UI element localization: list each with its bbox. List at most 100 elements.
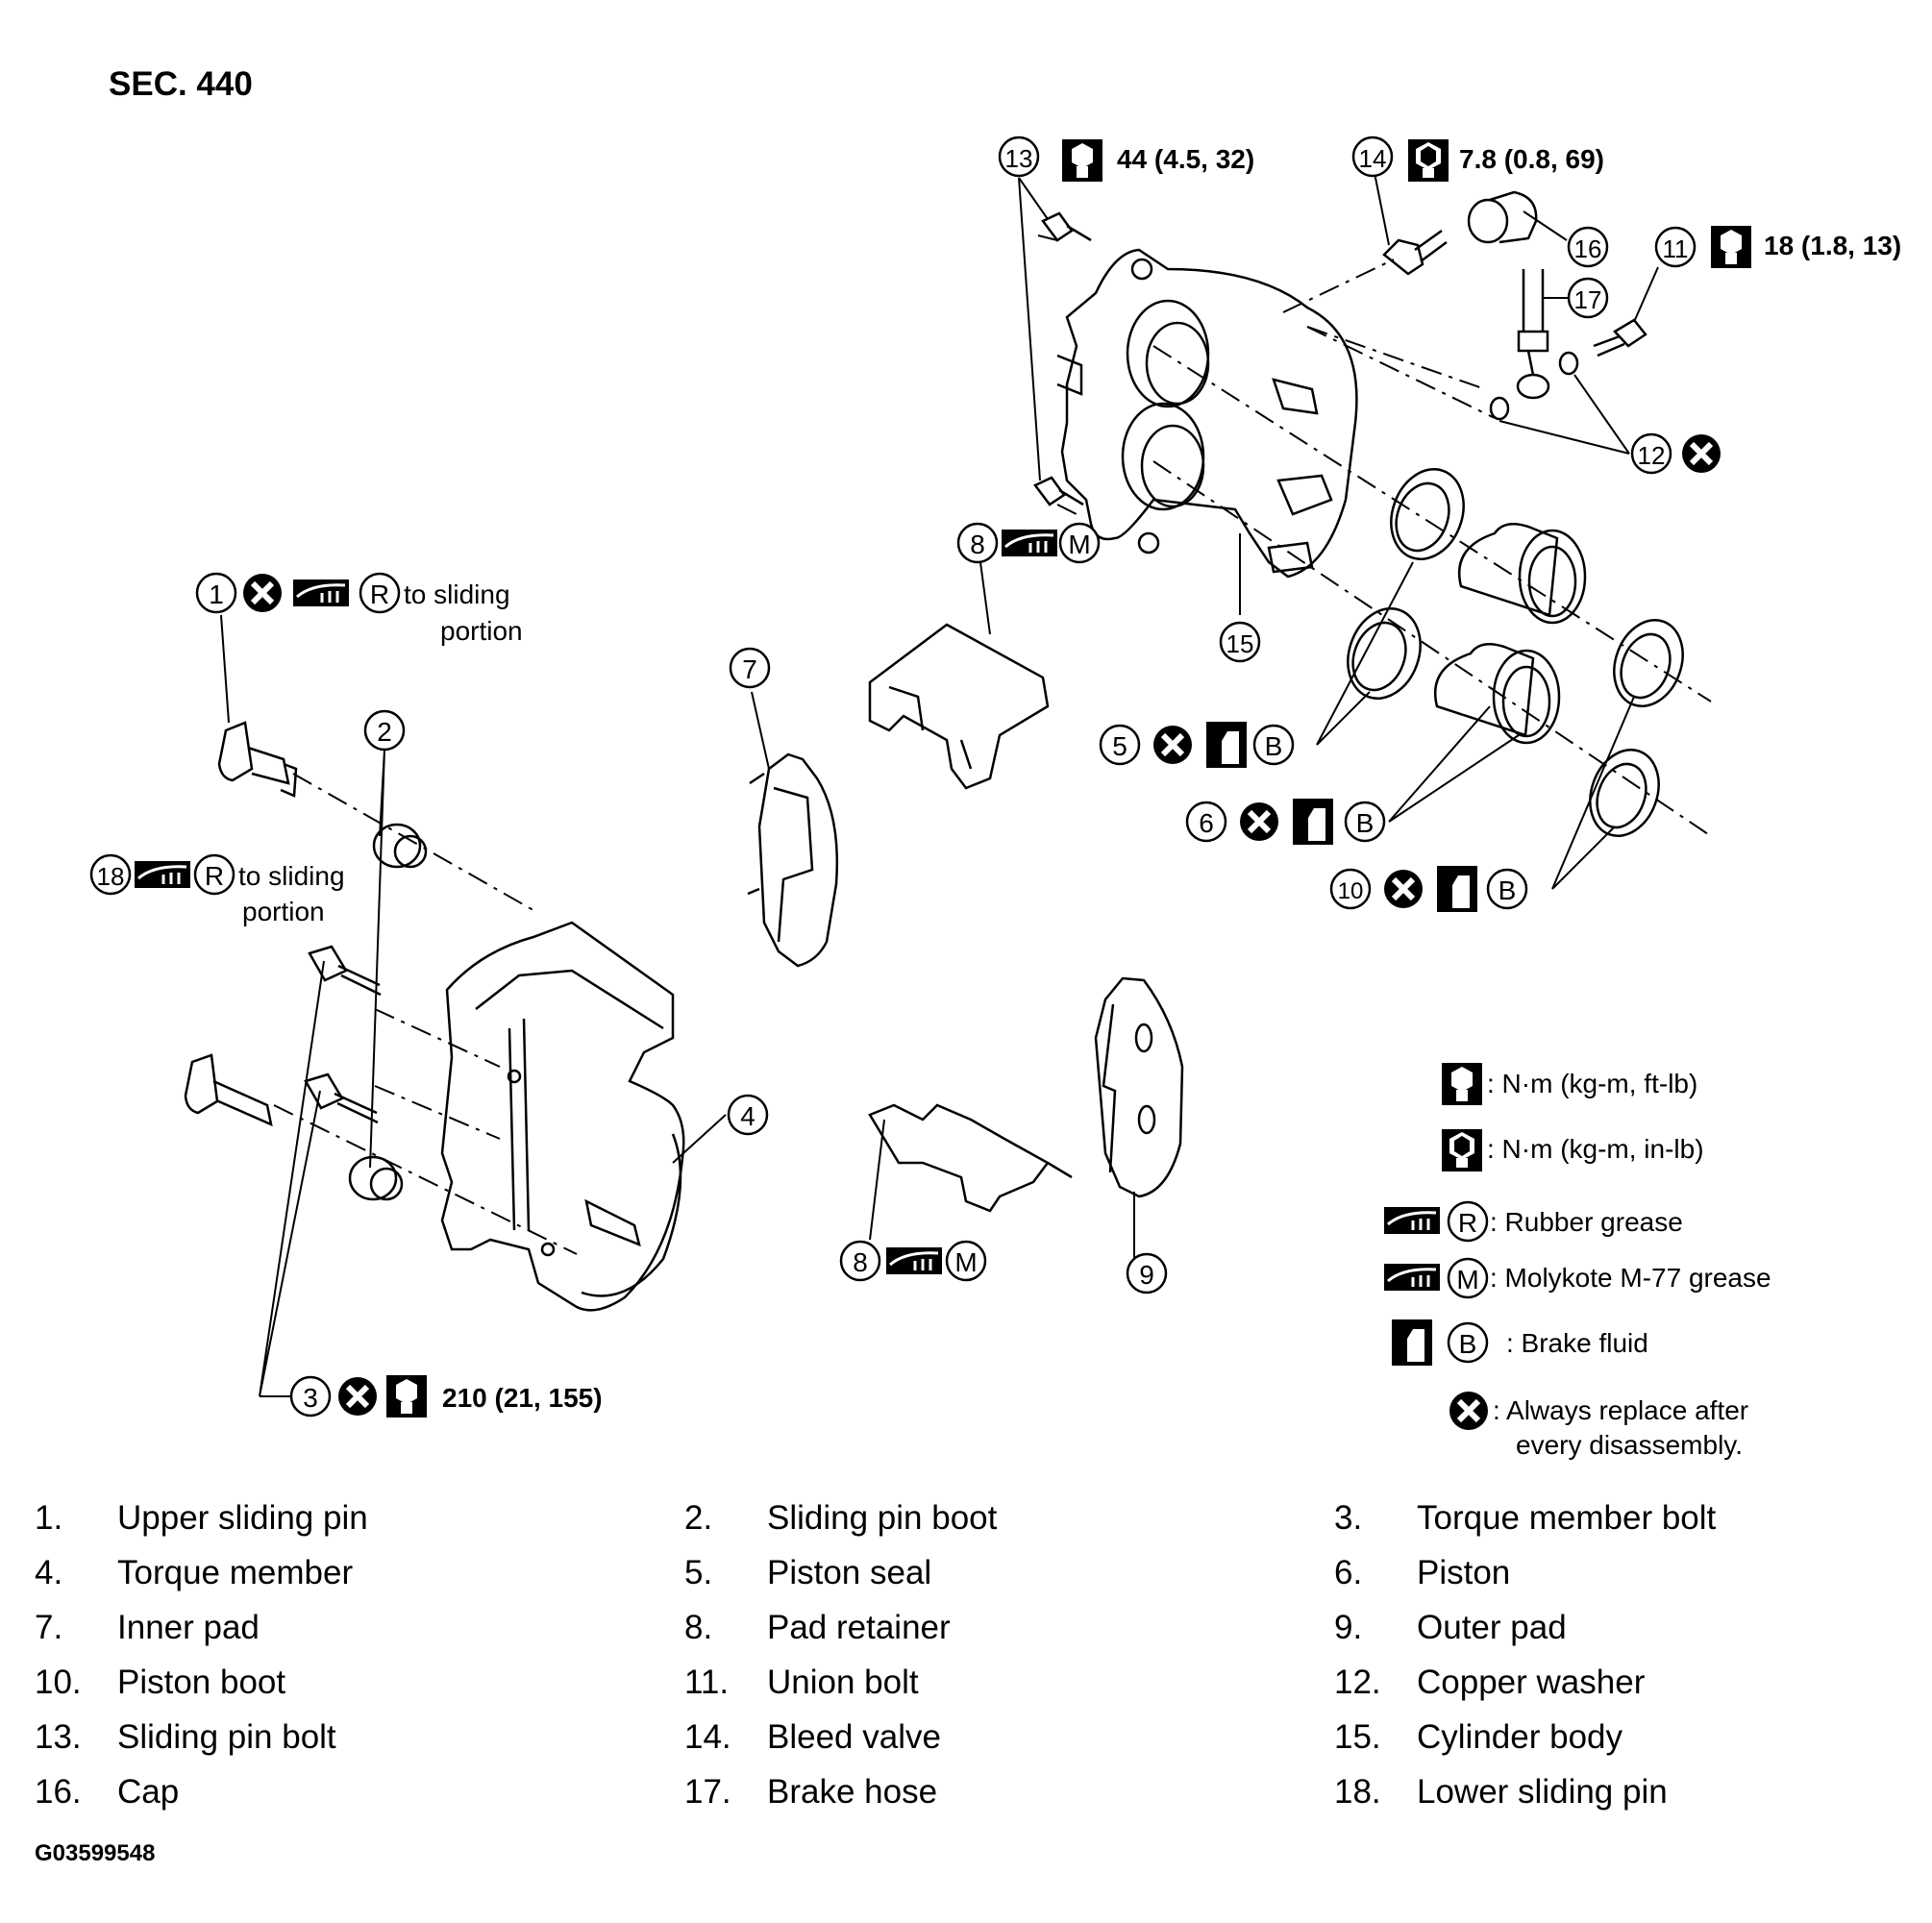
callout-7: 7 xyxy=(729,647,771,689)
section-title: SEC. 440 xyxy=(109,65,253,103)
torque-wrench-icon xyxy=(1711,226,1751,268)
callout-12: 12 xyxy=(1630,434,1721,473)
callout-5: 5 B xyxy=(1099,722,1295,768)
inner-pad xyxy=(747,752,839,968)
copper-washers xyxy=(1489,351,1579,421)
part-item: 13.Sliding pin bolt xyxy=(35,1718,336,1756)
svg-text:13: 13 xyxy=(1005,144,1033,173)
svg-text:210 (21, 155): 210 (21, 155) xyxy=(442,1383,603,1413)
replace-icon xyxy=(338,1377,377,1416)
legend-item-brake-fluid: B : Brake fluid xyxy=(1392,1319,1648,1366)
svg-text:18 (1.8, 13): 18 (1.8, 13) xyxy=(1764,231,1901,260)
part-item: 16.Cap xyxy=(35,1773,180,1811)
svg-text:7: 7 xyxy=(742,654,757,684)
grease-icon xyxy=(291,578,351,608)
grease-icon xyxy=(1000,528,1059,558)
svg-text:: Always replace after: : Always replace after xyxy=(1493,1395,1748,1425)
brake-fluid-icon xyxy=(1437,866,1477,912)
svg-text:every disassembly.: every disassembly. xyxy=(1516,1430,1743,1460)
svg-text:10: 10 xyxy=(1338,878,1364,904)
svg-text:12: 12 xyxy=(1638,441,1666,470)
svg-text:R: R xyxy=(1458,1208,1477,1238)
brake-fluid-icon xyxy=(1392,1319,1432,1366)
callout-4: 4 xyxy=(727,1094,769,1136)
svg-text:6: 6 xyxy=(1199,808,1214,838)
pad-retainer-lower xyxy=(868,1103,1073,1213)
svg-text:M: M xyxy=(1068,530,1090,559)
svg-text:16: 16 xyxy=(1574,234,1602,263)
part-item: 7.Inner pad xyxy=(35,1609,260,1646)
callout-2: 2 xyxy=(363,709,406,752)
torque-member xyxy=(440,921,685,1312)
replace-icon xyxy=(1240,802,1278,841)
grease-icon xyxy=(1382,1205,1442,1236)
torque-wrench-icon xyxy=(386,1375,427,1418)
svg-text:4: 4 xyxy=(740,1101,755,1131)
torque-wrench-solid-icon xyxy=(1442,1129,1482,1171)
svg-text:: Brake fluid: : Brake fluid xyxy=(1506,1328,1648,1358)
part-item: 6.Piston xyxy=(1334,1554,1511,1591)
part-item: 11.Union bolt xyxy=(684,1664,919,1701)
svg-text:R: R xyxy=(370,579,389,609)
sliding-pin-bolts xyxy=(1033,211,1092,506)
legend-item-rubber-grease: R : Rubber grease xyxy=(1382,1200,1683,1243)
replace-icon xyxy=(1384,870,1423,908)
part-item: 10.Piston boot xyxy=(35,1664,286,1701)
callout-18: 18 R to sliding portion xyxy=(89,853,345,926)
torque-member-bolts xyxy=(304,945,382,1124)
cylinder-body xyxy=(1056,248,1358,579)
svg-text:1: 1 xyxy=(209,579,224,609)
pistons xyxy=(1434,522,1587,745)
legend: : N·m (kg-m, ft-lb) : N·m (kg-m, in-lb) … xyxy=(1382,1063,1771,1460)
svg-text:: Molykote M-77 grease: : Molykote M-77 grease xyxy=(1490,1263,1771,1293)
svg-text:B: B xyxy=(1499,875,1517,905)
svg-text:B: B xyxy=(1459,1329,1477,1359)
outer-pad xyxy=(1094,976,1184,1198)
svg-text:to sliding: to sliding xyxy=(404,579,510,609)
sliding-pin-boots xyxy=(348,823,428,1201)
callout-8-lower: 8 M xyxy=(839,1240,987,1282)
callout-15: 15 xyxy=(1219,621,1261,663)
svg-text:17: 17 xyxy=(1574,285,1602,314)
svg-text:: N·m (kg-m, in-lb): : N·m (kg-m, in-lb) xyxy=(1487,1134,1704,1164)
replace-icon xyxy=(1682,434,1721,473)
svg-text:portion: portion xyxy=(242,897,325,926)
svg-text:portion: portion xyxy=(440,616,523,646)
svg-text:7.8 (0.8, 69): 7.8 (0.8, 69) xyxy=(1459,144,1604,174)
callout-17: 17 xyxy=(1567,277,1609,319)
svg-text:B: B xyxy=(1265,731,1283,761)
callout-14: 14 7.8 (0.8, 69) xyxy=(1351,136,1604,182)
brake-hose xyxy=(1516,269,1550,400)
cap xyxy=(1467,190,1538,244)
brake-fluid-icon xyxy=(1293,799,1333,845)
callout-16: 16 xyxy=(1567,226,1609,268)
part-item: 4.Torque member xyxy=(35,1554,354,1591)
torque-wrench-solid-icon xyxy=(1408,139,1449,182)
part-item: 1.Upper sliding pin xyxy=(35,1499,368,1537)
svg-text:3: 3 xyxy=(303,1383,318,1413)
replace-icon xyxy=(243,574,282,612)
callout-6: 6 B xyxy=(1185,799,1386,845)
torque-wrench-icon xyxy=(1062,139,1102,182)
svg-text:: Rubber grease: : Rubber grease xyxy=(1490,1207,1683,1237)
callout-13: 13 44 (4.5, 32) xyxy=(998,136,1254,182)
part-item: 2.Sliding pin boot xyxy=(684,1499,998,1537)
pad-retainer-upper xyxy=(868,623,1050,790)
callout-3: 3 210 (21, 155) xyxy=(289,1375,603,1418)
svg-text:: N·m (kg-m, ft-lb): : N·m (kg-m, ft-lb) xyxy=(1487,1069,1697,1098)
svg-text:M: M xyxy=(954,1247,977,1277)
piston-boots xyxy=(1589,618,1684,838)
svg-text:to sliding: to sliding xyxy=(238,861,345,891)
lower-sliding-pin xyxy=(184,1053,273,1127)
torque-wrench-icon xyxy=(1442,1063,1482,1105)
replace-icon xyxy=(1449,1392,1488,1430)
legend-item-molykote-grease: M : Molykote M-77 grease xyxy=(1382,1257,1771,1299)
callout-9: 9 xyxy=(1126,1252,1168,1294)
grease-icon xyxy=(133,859,192,890)
svg-text:8: 8 xyxy=(970,530,985,559)
brake-fluid-icon xyxy=(1206,722,1247,768)
piston-seals xyxy=(1347,467,1465,701)
part-item: 17.Brake hose xyxy=(684,1773,938,1811)
callout-11: 11 18 (1.8, 13) xyxy=(1654,226,1901,268)
